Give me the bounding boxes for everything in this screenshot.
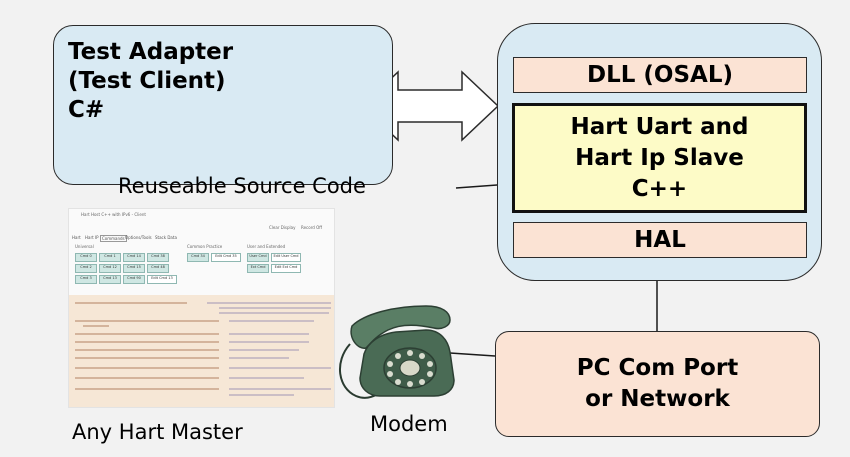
screenshot-tab-hart-ip: Hart IP <box>85 235 99 240</box>
screenshot-btn-cmd3: Cmd 3 <box>75 275 97 284</box>
test-adapter-box: Test Adapter (Test Client) C# <box>53 25 393 185</box>
hart-master-screenshot: Hart Host C++ with IPv6 - Client Clear D… <box>68 208 335 408</box>
adapter-line-3: C# <box>68 97 105 123</box>
screenshot-group-common: Common Practice <box>187 244 223 249</box>
modem-label: Modem <box>370 412 448 436</box>
screenshot-btn-cmd90: Cmd 90 <box>123 275 145 284</box>
screenshot-title: Hart Host C++ with IPv6 - Client <box>81 212 146 217</box>
hal-layer: HAL <box>513 222 807 258</box>
modem-to-pc-line <box>449 352 496 357</box>
screenshot-log-lines <box>75 302 331 396</box>
pc-line-2: or Network <box>585 386 730 412</box>
screenshot-tab-hart: Hart <box>72 235 81 240</box>
screenshot-btn-cmd34: Cmd 34 <box>187 253 209 262</box>
screenshot-btn-user-cmd: User Cmd <box>247 253 269 262</box>
screenshot-btn-cmd0: Cmd 0 <box>75 253 97 262</box>
hart-slave-layer: Hart Uart and Hart Ip Slave C++ <box>512 103 807 213</box>
adapter-line-2: (Test Client) <box>68 68 226 94</box>
screenshot-btn-edit-user-cmd: Edit User Cmd <box>271 253 301 262</box>
screenshot-btn-cmd1: Cmd 1 <box>99 253 121 262</box>
pc-line-1: PC Com Port <box>576 355 739 381</box>
dll-layer: DLL (OSAL) <box>513 57 807 93</box>
screenshot-tab-stack: Stack Data <box>155 235 177 240</box>
screenshot-btn-cmd15: Cmd 15 <box>123 264 145 273</box>
screenshot-group-user: User and Extended <box>247 244 286 249</box>
screenshot-btn-edit-cmd35: Edit Cmd 35 <box>211 253 241 262</box>
screenshot-clear-display: Clear Display <box>269 225 296 230</box>
hart-line-1: Hart Uart and <box>570 113 749 140</box>
screenshot-log-area <box>69 295 334 407</box>
hart-line-2: Hart Ip Slave <box>575 144 744 171</box>
adapter-line-1: Test Adapter <box>68 39 234 65</box>
screenshot-btn-cmd38: Cmd 38 <box>147 253 169 262</box>
screenshot-btn-ext-cmd: Ext Cmd <box>247 264 269 273</box>
screenshot-record-off: Record Off <box>301 225 322 230</box>
screenshot-btn-cmd48: Cmd 48 <box>147 264 169 273</box>
rotary-telephone-icon <box>338 305 455 399</box>
screenshot-tab-commands: Commands <box>100 235 127 242</box>
screenshot-btn-edit-ext-cmd: Edit Ext Cmd <box>271 264 301 273</box>
hart-line-3: C++ <box>631 175 688 202</box>
screenshot-btn-edit-cmd13: Edit Cmd 13 <box>147 275 177 284</box>
screenshot-group-universal: Universal <box>75 244 94 249</box>
screenshot-btn-cmd2: Cmd 2 <box>75 264 97 273</box>
hart-master-label: Any Hart Master <box>72 420 243 444</box>
screenshot-window: Hart Host C++ with IPv6 - Client Clear D… <box>69 209 334 295</box>
screenshot-btn-cmd12: Cmd 12 <box>99 264 121 273</box>
screenshot-btn-cmd13: Cmd 13 <box>99 275 121 284</box>
reusable-source-label: Reuseable Source Code <box>118 174 366 198</box>
pc-com-port-box: PC Com Port or Network <box>495 331 820 437</box>
screenshot-tab-options: Options/Tools <box>125 235 152 240</box>
screenshot-btn-cmd14: Cmd 14 <box>123 253 145 262</box>
